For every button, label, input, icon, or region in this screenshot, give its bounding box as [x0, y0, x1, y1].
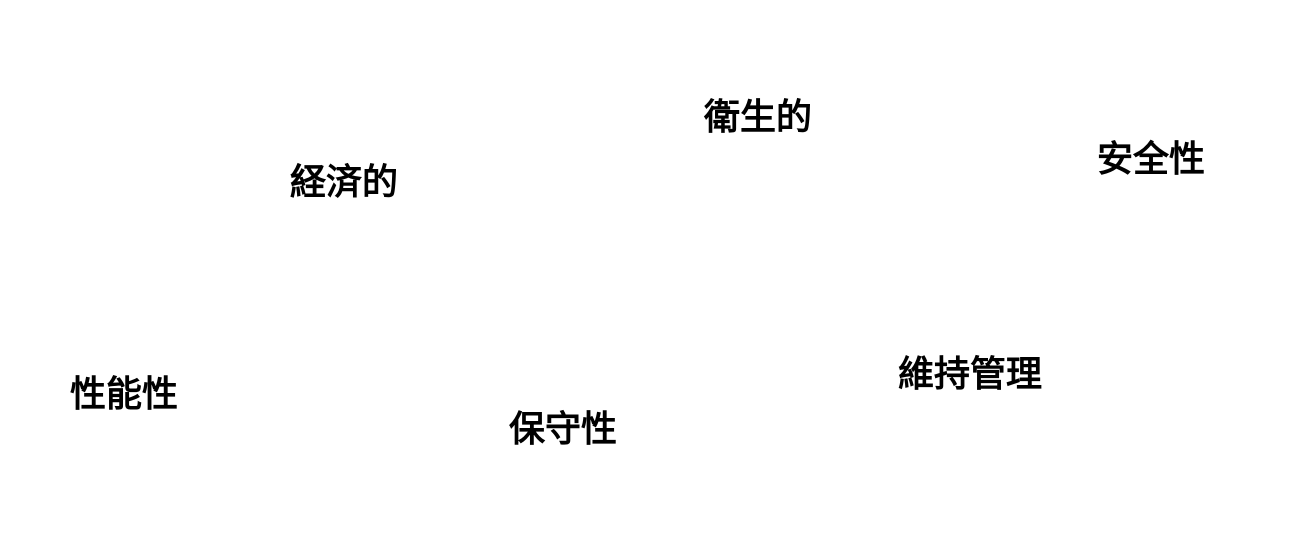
word-economic: 経済的	[290, 162, 399, 203]
word-maintainability: 保守性	[509, 409, 618, 450]
word-performance: 性能性	[70, 374, 179, 415]
word-hygienic: 衛生的	[704, 97, 813, 138]
word-safety: 安全性	[1097, 139, 1206, 180]
word-maintenance-management: 維持管理	[898, 354, 1043, 395]
